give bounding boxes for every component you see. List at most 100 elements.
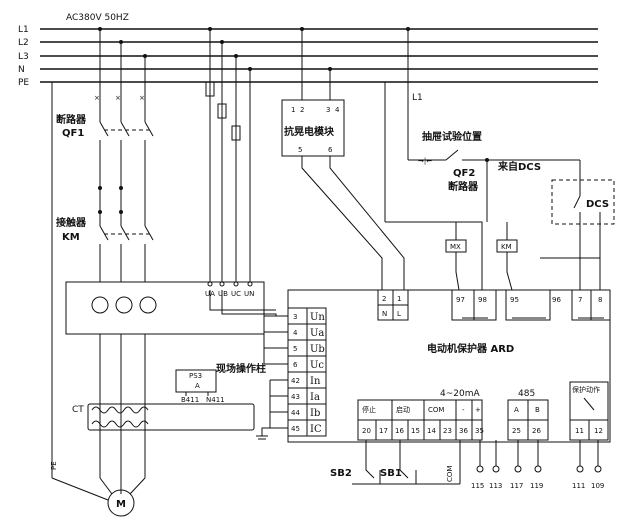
pin-11: 11	[575, 427, 584, 435]
minus-label: -	[462, 406, 465, 414]
dcs-box	[551, 179, 615, 225]
pin-23: 23	[443, 427, 452, 435]
uc-label: UC	[231, 290, 241, 298]
pin-name-ic: IC	[310, 424, 322, 435]
term-109: 109	[591, 482, 604, 490]
motor-label: M	[116, 499, 126, 510]
pin-3: 3	[293, 313, 297, 321]
un-label: UN	[244, 290, 254, 298]
drawer-contact: →|←	[418, 157, 432, 165]
l1-tap-label: L1	[412, 93, 423, 103]
pin-7: 7	[578, 296, 582, 304]
rs485-a: A	[514, 406, 519, 414]
pin-12: 12	[594, 427, 603, 435]
label-l2: L2	[18, 38, 29, 48]
input-pin-column	[287, 307, 327, 437]
motor-leads	[51, 82, 146, 501]
pin-14: 14	[427, 427, 436, 435]
label-l1: L1	[18, 25, 29, 35]
pin-15: 15	[411, 427, 420, 435]
qf1-label: 断路器	[56, 113, 87, 126]
ct-coil-1	[91, 296, 109, 314]
anti-pin-6: 6	[328, 146, 333, 154]
pin-26: 26	[532, 427, 541, 435]
qf2-id: QF2	[453, 168, 475, 179]
km-coil-label: KM	[501, 243, 512, 251]
pin-17: 17	[379, 427, 388, 435]
pin-4: 4	[293, 329, 298, 337]
ct-module-box	[65, 281, 265, 335]
label-pe: PE	[18, 78, 29, 88]
pin-35: 35	[475, 427, 484, 435]
pin-name-in: In	[310, 376, 321, 387]
term-117: 117	[510, 482, 523, 490]
ps3-b411: B411	[181, 396, 199, 404]
com-wire-label: COM	[446, 466, 454, 482]
dcs-label: DCS	[586, 199, 609, 210]
site-post-label: 现场操作柱	[216, 362, 266, 375]
km-id: KM	[62, 232, 80, 243]
term-115: 115	[471, 482, 484, 490]
anti-shake-module	[281, 99, 345, 157]
power-name-n: N	[382, 310, 387, 318]
ps3-box	[175, 369, 217, 393]
sb2-label: SB2	[330, 468, 352, 479]
term-113: 113	[489, 482, 502, 490]
pin-96: 96	[552, 296, 561, 304]
qf1-id: QF1	[62, 128, 84, 139]
anti-pin-5: 5	[298, 146, 302, 154]
pin-name-un: Un	[310, 312, 325, 323]
bottom-terminal-strip	[357, 381, 609, 441]
plus-label: +	[475, 406, 481, 414]
label-n: N	[18, 65, 25, 75]
protector-box	[287, 289, 611, 443]
pin-16: 16	[395, 427, 404, 435]
qf2-label: 断路器	[448, 180, 479, 193]
sb1-label: SB1	[380, 468, 402, 479]
pin-8: 8	[598, 296, 602, 304]
svg-text:×: ×	[94, 94, 100, 102]
supply-voltage: AC380V 50HZ	[66, 13, 129, 23]
from-dcs-label: 来自DCS	[497, 160, 541, 173]
pin-name-ib: Ib	[310, 408, 320, 419]
power-pin-1: 1	[397, 295, 401, 303]
pin-98: 98	[478, 296, 487, 304]
pin-name-uc: Uc	[310, 360, 324, 371]
svg-text:×: ×	[115, 94, 121, 102]
ps3-n411: N411	[206, 396, 225, 404]
anti-pin-4: 4	[335, 106, 340, 114]
pin-name-ub: Ub	[310, 344, 325, 355]
power-name-l: L	[397, 310, 401, 318]
main-phase-lines: ×××	[94, 27, 154, 282]
analog-label: 4~20mA	[440, 389, 480, 399]
protect-action-label: 保护动作	[572, 385, 600, 394]
pin-43: 43	[291, 393, 300, 401]
pin-name-ua: Ua	[310, 328, 324, 339]
pin-5: 5	[293, 345, 297, 353]
stop-label: 停止	[362, 405, 376, 414]
external-wiring	[352, 440, 602, 485]
ps3-label: PS3	[189, 372, 202, 380]
ct-label: CT	[72, 405, 84, 415]
pin-25: 25	[512, 427, 521, 435]
rs485-label: 485	[518, 389, 535, 399]
sense-wiring	[209, 290, 288, 440]
pin-6: 6	[293, 361, 298, 369]
ps3-a: A	[195, 382, 200, 390]
ub-label: UB	[218, 290, 228, 298]
ct-coil-3	[139, 296, 157, 314]
relay-terminals	[451, 289, 611, 321]
protector-title: 电动机保护器 ARD	[427, 342, 514, 355]
km-label: 接触器	[56, 216, 87, 229]
label-l3: L3	[18, 52, 29, 62]
anti-pin-2: 2	[300, 106, 304, 114]
power-pin-2: 2	[382, 295, 386, 303]
pin-42: 42	[291, 377, 300, 385]
pin-97: 97	[456, 296, 465, 304]
anti-pin-3: 3	[326, 106, 330, 114]
pin-36: 36	[459, 427, 468, 435]
voltage-taps	[205, 27, 253, 287]
com-label: COM	[428, 406, 444, 414]
